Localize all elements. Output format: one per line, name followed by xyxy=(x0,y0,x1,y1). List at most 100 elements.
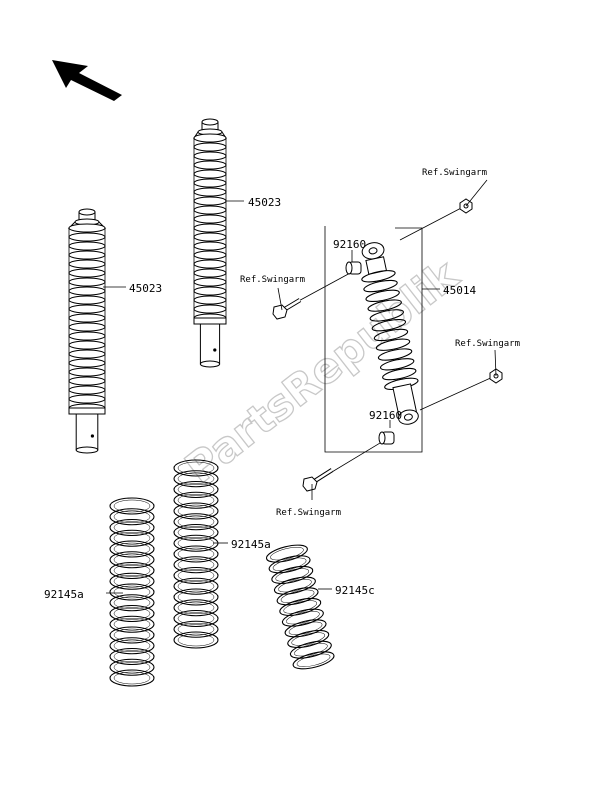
spring-coil-inner xyxy=(113,650,151,663)
spring-coil xyxy=(109,497,155,515)
boot-center[interactable] xyxy=(193,118,227,368)
shock-coil xyxy=(375,338,411,351)
boot-fold xyxy=(68,304,106,314)
shock-coil xyxy=(365,289,400,303)
spring-coil xyxy=(173,620,219,638)
spring-coil-inner xyxy=(177,601,215,614)
boot-fold xyxy=(68,268,106,278)
spring-coil-inner xyxy=(177,504,215,518)
collar-end xyxy=(345,261,353,275)
spring-coil-inner xyxy=(177,483,215,496)
part-label-92160-top: 92160 xyxy=(333,238,366,251)
boot-fold xyxy=(193,178,227,188)
spring-coil xyxy=(281,608,324,627)
spring-coil xyxy=(109,508,155,526)
bolt-head xyxy=(302,476,318,492)
part-label-92145c: 92145c xyxy=(335,584,375,597)
shock-coil xyxy=(373,328,409,342)
shock-assembly-frame xyxy=(324,226,423,453)
spring-coil-inner xyxy=(113,499,151,513)
boot-fold xyxy=(68,232,106,242)
boot-rod xyxy=(75,413,99,451)
spring-coil-inner xyxy=(177,612,215,625)
shock-coil xyxy=(361,270,396,283)
boot-band xyxy=(193,317,227,325)
boot-fold xyxy=(68,322,106,332)
collar-end xyxy=(378,431,386,445)
spring-coil-inner xyxy=(177,526,215,539)
spring-coil-inner xyxy=(291,632,326,646)
spring-coil xyxy=(109,604,155,623)
spring-coil-inner xyxy=(177,558,215,571)
spring-center[interactable] xyxy=(173,459,219,649)
shock-body xyxy=(361,242,419,425)
spring-coil xyxy=(109,658,155,676)
boot-fold xyxy=(193,259,227,269)
shock-coil xyxy=(382,367,417,381)
part-label-92145a-center: 92145a xyxy=(231,538,271,551)
spring-right[interactable] xyxy=(265,542,336,672)
boot-rod-end xyxy=(199,360,221,368)
boot-fold xyxy=(68,250,106,260)
bolt-head xyxy=(272,304,288,320)
spring-coil xyxy=(109,572,155,590)
spring-coil xyxy=(173,480,219,499)
spring-coil xyxy=(273,576,316,595)
spring-coil-inner xyxy=(283,600,318,614)
spring-coil-inner xyxy=(177,623,215,636)
boot-fold xyxy=(68,376,106,386)
spring-coil-inner xyxy=(278,579,312,593)
spring-coil-inner xyxy=(113,628,151,642)
spring-coil xyxy=(173,545,219,563)
spring-coil-inner xyxy=(270,546,304,561)
shock-coil xyxy=(367,299,402,312)
boot-fold xyxy=(68,259,106,269)
spring-coil-inner xyxy=(177,590,215,604)
spring-coil-inner xyxy=(113,671,151,685)
boot-fold xyxy=(68,295,106,305)
spring-coil xyxy=(109,518,155,537)
boot-fold xyxy=(68,358,106,368)
spring-coil-inner xyxy=(177,494,215,507)
spring-coil-inner xyxy=(113,661,151,674)
spring-coil-inner xyxy=(113,564,151,577)
spring-coil xyxy=(173,556,219,574)
spring-coil xyxy=(173,566,219,585)
boot-rod-hole xyxy=(90,434,94,438)
boot-fold xyxy=(68,331,106,341)
boot-fold xyxy=(193,277,227,287)
spring-coil xyxy=(276,587,319,606)
spring-coil xyxy=(284,619,327,638)
part-label-92145a-left: 92145a xyxy=(44,588,84,601)
spring-coil-inner xyxy=(113,607,151,620)
mount-line xyxy=(399,205,466,241)
spring-coil-inner xyxy=(288,621,323,635)
boot-cap-top xyxy=(78,208,96,216)
spring-coil xyxy=(173,577,219,595)
spring-coil xyxy=(109,594,155,612)
shock-absorber[interactable] xyxy=(355,239,427,427)
boot-fold xyxy=(68,349,106,359)
spring-left[interactable] xyxy=(109,497,155,687)
boot-fold xyxy=(68,241,106,251)
shock-coil xyxy=(377,348,413,361)
part-label-92160-bottom: 92160 xyxy=(369,409,402,422)
boot-fold xyxy=(68,385,106,395)
boot-rod-hole xyxy=(213,348,217,352)
mounting-hardware xyxy=(272,198,503,492)
boot-fold xyxy=(193,304,227,314)
spring-coil xyxy=(173,513,219,531)
spring-coil xyxy=(109,626,155,644)
spring-coil xyxy=(279,597,322,617)
spring-coil-inner xyxy=(177,547,215,561)
spring-coil xyxy=(173,523,219,542)
spring-coil-inner xyxy=(177,633,215,647)
spring-coil xyxy=(109,551,155,569)
spring-coil-inner xyxy=(113,585,151,599)
shock-top-eye-hole xyxy=(368,247,378,255)
boot-left[interactable] xyxy=(67,208,107,454)
spring-coil-inner xyxy=(113,639,151,652)
spring-coil xyxy=(109,669,155,687)
spring-coil-inner xyxy=(113,575,151,588)
